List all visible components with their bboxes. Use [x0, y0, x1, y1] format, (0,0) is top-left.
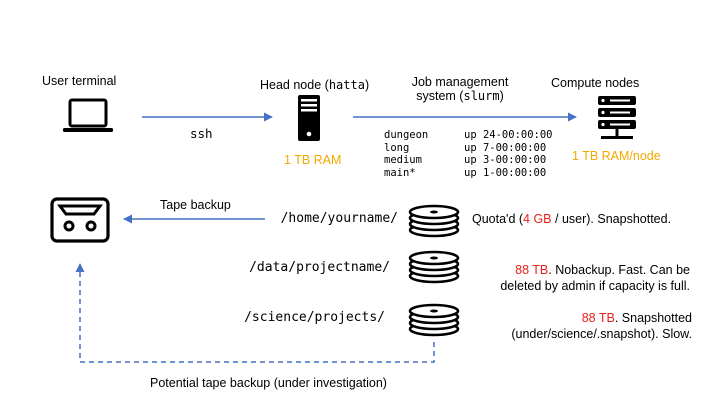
storage-path-home: /home/yourname/	[280, 211, 398, 226]
tape-backup-label: Tape backup	[160, 198, 231, 212]
laptop-icon	[63, 98, 113, 132]
data-capacity: 88 TB	[515, 263, 549, 277]
compute-nodes-ram: 1 TB RAM/node	[572, 149, 661, 163]
head-node-label-suffix: )	[364, 78, 370, 92]
storage-desc-science: 88 TB. Snapshotted (under/science/.snaps…	[511, 311, 692, 341]
home-quota: 4 GB	[523, 212, 552, 226]
head-node-label: Head node (hatta)	[260, 78, 369, 92]
science-capacity: 88 TB	[581, 311, 615, 325]
tape-cassette-icon	[50, 197, 110, 243]
compute-nodes-label: Compute nodes	[551, 76, 640, 90]
storage-desc-home: Quota'd (4 GB / user). Snapshotted.	[472, 212, 672, 226]
storage-path-science: /science/projects/	[244, 310, 385, 325]
disk-stack-icon	[408, 250, 460, 284]
storage-desc-data: 88 TB. Nobackup. Fast. Can be deleted by…	[500, 263, 690, 293]
job-management-label: Job management system (slurm)	[400, 75, 520, 103]
potential-tape-backup-label: Potential tape backup (under investigati…	[150, 376, 387, 390]
potential-tape-backup-path	[75, 263, 435, 363]
head-node-ram: 1 TB RAM	[284, 153, 342, 167]
disk-stack-icon	[408, 303, 460, 337]
user-terminal-label: User terminal	[42, 74, 117, 88]
queue-row: main*up 1-00:00:00	[384, 166, 547, 179]
job-management-line2: system (slurm)	[416, 89, 504, 103]
server-rack-icon	[598, 96, 636, 139]
storage-path-data: /data/projectname/	[249, 260, 390, 275]
head-node-hostname: hatta	[328, 78, 365, 92]
ssh-label: ssh	[190, 126, 213, 141]
disk-stack-icon	[408, 204, 460, 238]
server-tower-icon	[298, 95, 320, 141]
head-node-label-prefix: Head node (	[260, 78, 329, 92]
job-management-line1: Job management	[411, 75, 509, 89]
